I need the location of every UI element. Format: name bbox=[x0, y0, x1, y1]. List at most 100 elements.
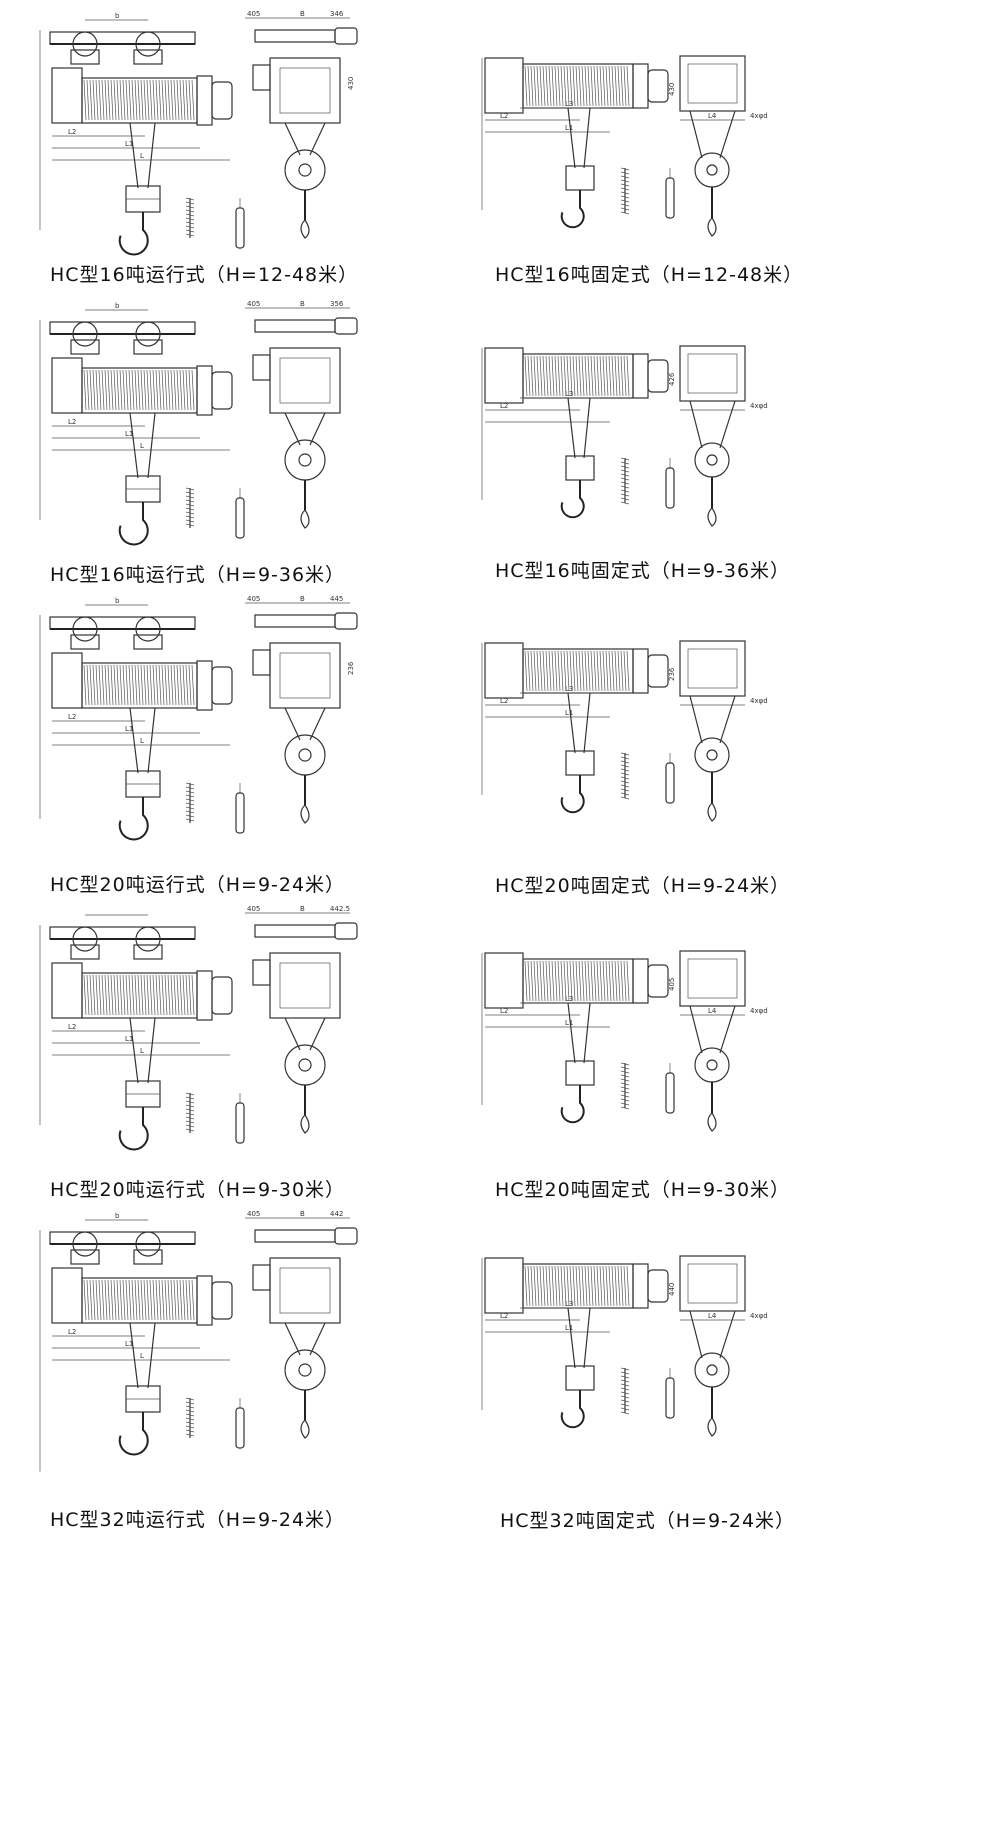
pendant-rib bbox=[185, 201, 195, 205]
rope-winding bbox=[605, 650, 609, 692]
rope-winding bbox=[134, 1279, 138, 1321]
pendant-control bbox=[665, 467, 675, 509]
rope-winding bbox=[98, 1279, 102, 1321]
rope-winding bbox=[176, 79, 180, 121]
rope-winding bbox=[152, 369, 156, 411]
rope-winding bbox=[131, 664, 135, 706]
pendant-rib bbox=[620, 211, 630, 215]
pendant-rib bbox=[620, 171, 630, 175]
rope-winding bbox=[623, 960, 627, 1002]
rope-winding bbox=[140, 79, 144, 121]
hoist-rope bbox=[567, 107, 576, 169]
hoist-rope bbox=[567, 397, 576, 459]
pendant-rib bbox=[185, 1108, 195, 1112]
rope-winding bbox=[575, 1265, 579, 1307]
pendant-rib bbox=[185, 1405, 195, 1409]
pendant-rib bbox=[185, 1104, 195, 1108]
rope-winding bbox=[614, 960, 618, 1002]
rope-winding bbox=[536, 650, 540, 692]
pendant-rib bbox=[185, 1401, 195, 1405]
hook-shape bbox=[560, 190, 585, 229]
side-sheave bbox=[694, 1352, 730, 1388]
rope-winding bbox=[104, 1279, 108, 1321]
diagram-caption: HC型16吨固定式（H=9-36米） bbox=[495, 560, 791, 582]
rope-winding bbox=[524, 650, 528, 692]
rope-winding bbox=[191, 1279, 195, 1321]
motor bbox=[211, 666, 233, 705]
rope-winding bbox=[143, 79, 147, 121]
rope-winding bbox=[578, 355, 582, 397]
pendant-rib bbox=[185, 1128, 195, 1132]
rope-winding bbox=[536, 960, 540, 1002]
rope-winding bbox=[554, 960, 558, 1002]
pendant-control bbox=[665, 177, 675, 219]
rope-winding bbox=[563, 65, 567, 107]
dimension-label: B bbox=[300, 595, 305, 603]
pendant-rib bbox=[620, 1387, 630, 1391]
dimension-label: L2 bbox=[68, 713, 76, 721]
side-motor-box bbox=[252, 959, 271, 986]
side-rope bbox=[719, 400, 736, 449]
rope-winding bbox=[626, 355, 630, 397]
dimension-label: L3 bbox=[565, 1300, 573, 1308]
rope-winding bbox=[113, 1279, 117, 1321]
rope-winding bbox=[617, 65, 621, 107]
rope-winding bbox=[545, 960, 549, 1002]
rope-winding bbox=[551, 960, 555, 1002]
pendant-rib bbox=[185, 1116, 195, 1120]
rope-winding bbox=[557, 1265, 561, 1307]
rope-winding bbox=[530, 650, 534, 692]
trolley-wheel bbox=[72, 616, 98, 642]
side-motor-box bbox=[252, 649, 271, 676]
rope-winding bbox=[608, 355, 612, 397]
rope-winding bbox=[83, 369, 87, 411]
pendant-rib bbox=[185, 1417, 195, 1421]
rope-winding bbox=[119, 1279, 123, 1321]
rope-winding bbox=[572, 65, 576, 107]
rope-winding bbox=[188, 1279, 192, 1321]
motor-flange bbox=[196, 970, 213, 1021]
pendant-rib bbox=[620, 1070, 630, 1074]
rope-winding bbox=[149, 974, 153, 1016]
pendant-rib bbox=[620, 1106, 630, 1110]
rope-winding bbox=[524, 65, 528, 107]
side-sheave-hub bbox=[298, 1058, 312, 1072]
rope-winding bbox=[626, 960, 630, 1002]
rope-winding bbox=[584, 65, 588, 107]
rope-winding bbox=[83, 79, 87, 121]
rope-winding bbox=[602, 355, 606, 397]
rope-winding bbox=[86, 664, 90, 706]
dimension-label: L2 bbox=[68, 418, 76, 426]
rope-winding bbox=[545, 355, 549, 397]
pendant-rib bbox=[620, 183, 630, 187]
rope-winding bbox=[185, 79, 189, 121]
rope-winding bbox=[596, 960, 600, 1002]
rope-winding bbox=[587, 1265, 591, 1307]
pendant-rib bbox=[185, 511, 195, 515]
rope-winding bbox=[182, 664, 186, 706]
rope-winding bbox=[95, 1279, 99, 1321]
rope-winding bbox=[587, 65, 591, 107]
rope-winding bbox=[524, 355, 528, 397]
rope-winding bbox=[140, 369, 144, 411]
pendant-control bbox=[665, 1377, 675, 1419]
dimension-label: L1 bbox=[565, 124, 573, 132]
trolley-wheel bbox=[135, 616, 161, 642]
rope-winding bbox=[128, 1279, 132, 1321]
rope-winding bbox=[143, 974, 147, 1016]
trolley-wheel bbox=[135, 926, 161, 952]
drum-end-housing bbox=[484, 347, 524, 404]
rope-winding bbox=[149, 664, 153, 706]
pendant-rib bbox=[620, 1078, 630, 1082]
side-hook-tip bbox=[300, 1419, 310, 1439]
side-sheave-hub bbox=[706, 454, 718, 466]
rope-winding bbox=[122, 974, 126, 1016]
motor bbox=[647, 654, 669, 688]
side-hook-tip bbox=[707, 802, 717, 822]
rope-winding bbox=[119, 369, 123, 411]
rope-winding bbox=[152, 664, 156, 706]
trolley-wheel bbox=[135, 321, 161, 347]
